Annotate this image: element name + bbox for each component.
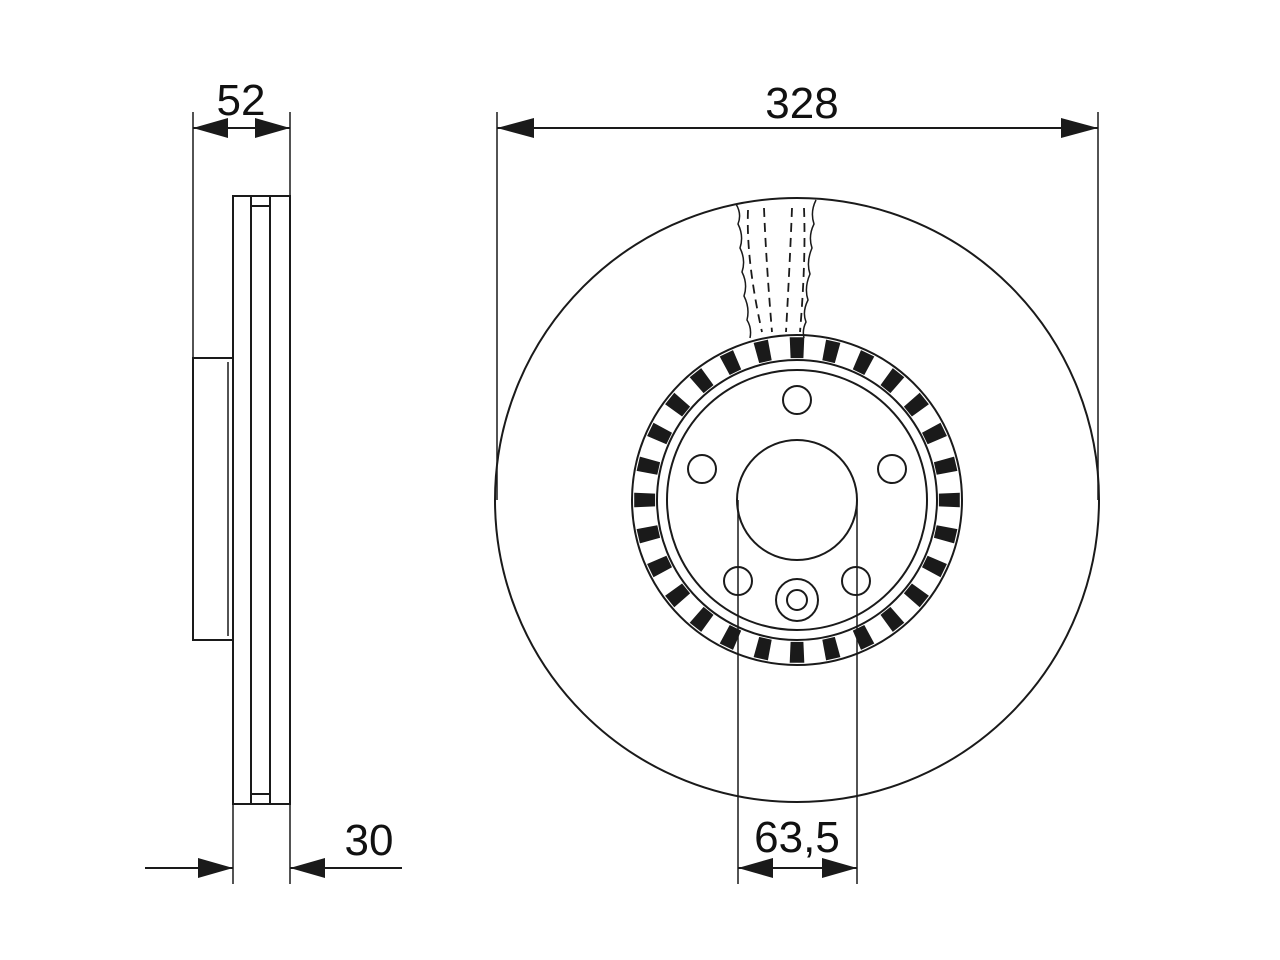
tone-ring-tooth (719, 625, 742, 650)
centering-diameter-label: 63,5 (754, 813, 840, 862)
vent-cutaway (735, 199, 817, 339)
tone-ring-tooth (938, 492, 960, 508)
min-thickness-dimension: 30 (145, 804, 402, 884)
tone-ring-tooth (822, 339, 841, 364)
tone-ring-tooth (753, 339, 772, 364)
tone-ring-tooth (647, 422, 672, 445)
tone-ring-tooth (789, 641, 805, 663)
thickness-dimension: 52 (192, 76, 291, 358)
diameter-label: 328 (765, 79, 838, 128)
bolt-hole-right (877, 454, 907, 484)
thickness-label: 52 (217, 76, 266, 125)
side-hub-hat (192, 357, 234, 641)
tone-ring-tooth (665, 392, 691, 417)
tone-ring-tooth (933, 456, 958, 475)
tone-ring-tooth (852, 350, 875, 375)
bolt-hole-top (782, 385, 812, 415)
tone-ring-tooth (922, 422, 947, 445)
side-friction-ring (232, 195, 291, 805)
ring-inner (656, 359, 938, 641)
tone-ring-tooth (789, 337, 805, 359)
disc-outer-edge (494, 197, 1100, 803)
tone-ring-tooth (933, 525, 958, 544)
tone-ring-tooth (665, 583, 691, 608)
tone-ring-tooth (822, 636, 841, 661)
ring-outer (631, 334, 963, 666)
tone-ring-tooth (880, 606, 905, 632)
tone-ring-tooth (880, 368, 905, 394)
tone-ring-tooth (689, 368, 714, 394)
tone-ring-teeth (634, 337, 960, 663)
diameter-dimension: 328 (496, 79, 1099, 500)
min-thickness-label: 30 (345, 816, 394, 865)
tone-ring-tooth (922, 555, 947, 578)
locating-screw-inner (786, 589, 808, 611)
tone-ring-tooth (634, 492, 656, 508)
hub-face (666, 369, 928, 631)
tone-ring-tooth (852, 625, 875, 650)
centering-diameter-dimension: 63,5 (737, 500, 858, 884)
tone-ring-tooth (753, 636, 772, 661)
tone-ring-tooth (647, 555, 672, 578)
tone-ring-tooth (903, 392, 929, 417)
bolt-hole-left (687, 454, 717, 484)
tone-ring-tooth (719, 350, 742, 375)
tone-ring-tooth (636, 525, 661, 544)
side-view: 52 30 (145, 76, 402, 884)
tone-ring-tooth (689, 606, 714, 632)
bolt-hole-lower-right (841, 566, 871, 596)
centre-bore (736, 439, 858, 561)
tone-ring-tooth (903, 583, 929, 608)
tone-ring-tooth (636, 456, 661, 475)
front-view: 328 63,5 (494, 79, 1100, 884)
locating-screw-outer (775, 578, 819, 622)
